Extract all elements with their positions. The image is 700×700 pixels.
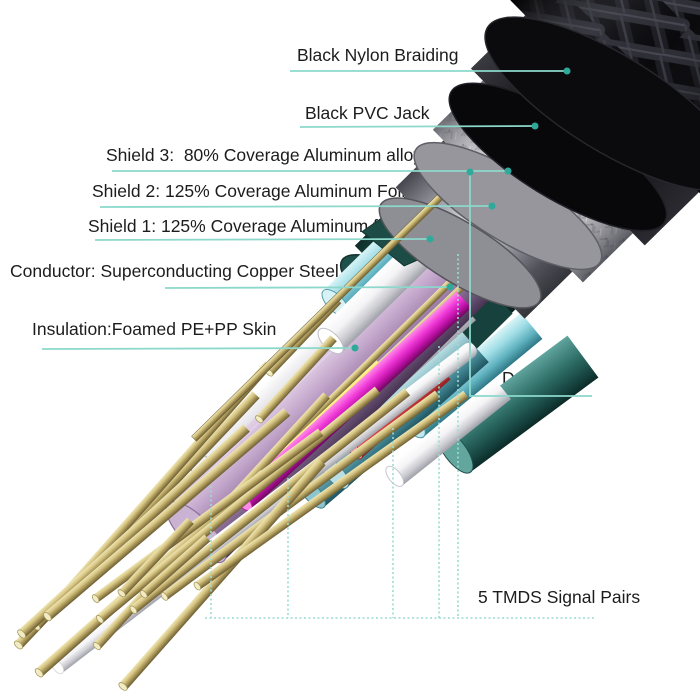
label-shield-2: Shield 2: 125% Coverage Aluminum Foil — [92, 181, 406, 201]
white-tube-lower — [385, 380, 511, 487]
gold-conductor-wire — [117, 517, 194, 598]
gold-conductor-wire — [129, 388, 411, 614]
label-black-nylon-braiding: Black Nylon Braiding — [297, 45, 459, 65]
label-tmds-pairs: 5 TMDS Signal Pairs — [478, 587, 641, 607]
label-black-pvc-jack: Black PVC Jack — [305, 103, 430, 123]
gold-conductor-wire — [139, 534, 211, 599]
gold-conductor-wire — [17, 424, 250, 639]
label-insulation: Insulation:Foamed PE+PP Skin — [32, 319, 277, 339]
gold-conductor-wire — [193, 390, 469, 591]
gold-conductor-wire — [255, 335, 337, 424]
gold-conductor-wire — [43, 408, 291, 622]
gold-conductor-wire — [160, 390, 441, 601]
gold-conductor-wire — [118, 458, 326, 691]
nylon-braiding-layer — [484, 0, 700, 208]
